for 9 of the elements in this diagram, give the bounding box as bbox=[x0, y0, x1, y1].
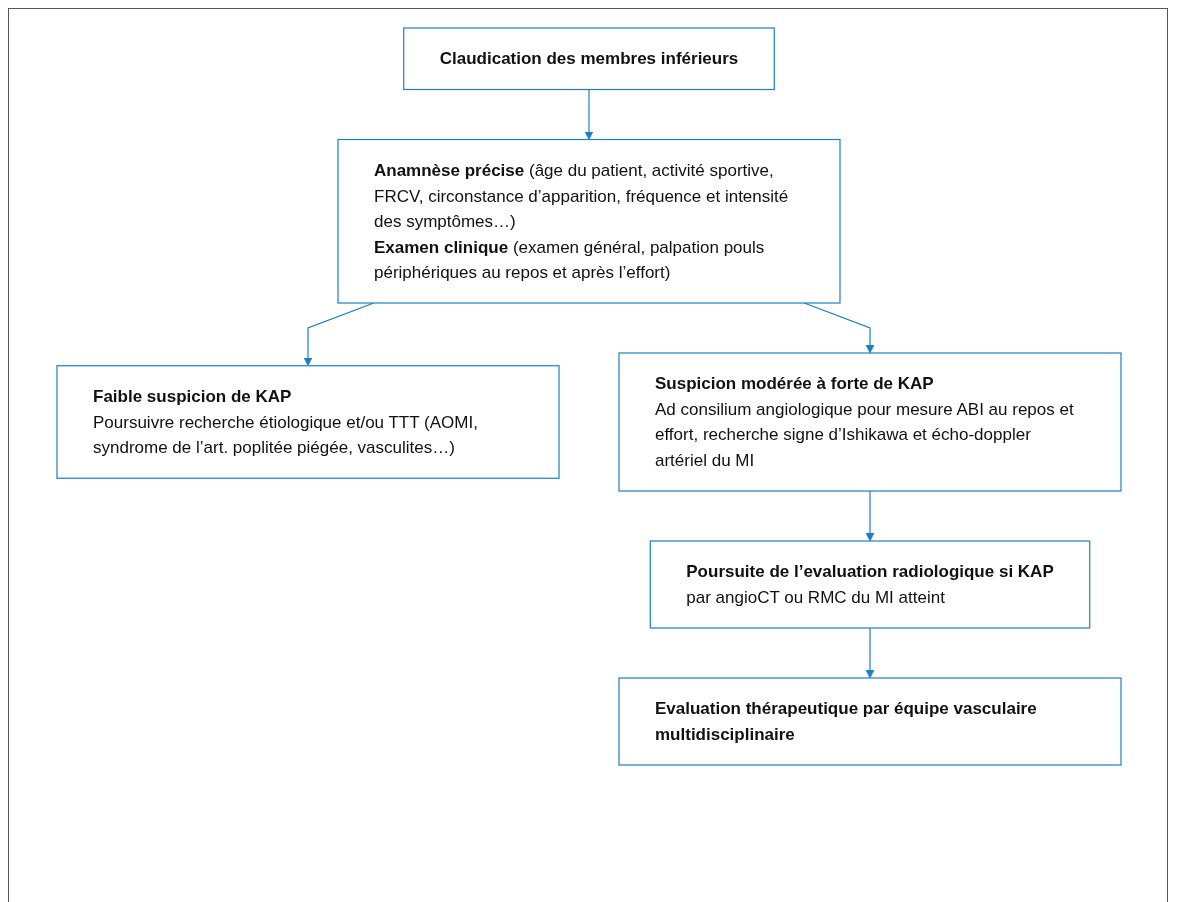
node-box: Evaluation thérapeutique par équipe vasculaire multidisciplinaire bbox=[618, 677, 1122, 766]
node-box: Faible suspicion de KAP Poursuivre recherche étiologique et/ou TTT (AOMI, syndrome de l’art. poplitée piégée, vasculites…) bbox=[56, 365, 560, 479]
arrow bbox=[584, 88, 594, 140]
node-box: Anamnèse précise (âge du patient, activité sportive, FRCV, circonstance d’apparition, fréquence et intensité des symptômes…) Examen clinique (examen général, palpation pouls périphériques au repos et après l’effort) bbox=[337, 138, 841, 304]
node-box: Poursuite de l’evaluation radiologique si KAP par angioCT ou RMC du MI atteint bbox=[649, 540, 1091, 629]
arrow bbox=[865, 490, 875, 542]
arrow bbox=[865, 627, 875, 679]
node-box: Suspicion modérée à forte de KAP Ad consilium angiologique pour mesure ABI au repos et effort, recherche signe d’Ishikawa et écho-doppler artériel du MI bbox=[618, 352, 1122, 492]
node-box: Claudication des membres inférieurs bbox=[403, 27, 775, 91]
